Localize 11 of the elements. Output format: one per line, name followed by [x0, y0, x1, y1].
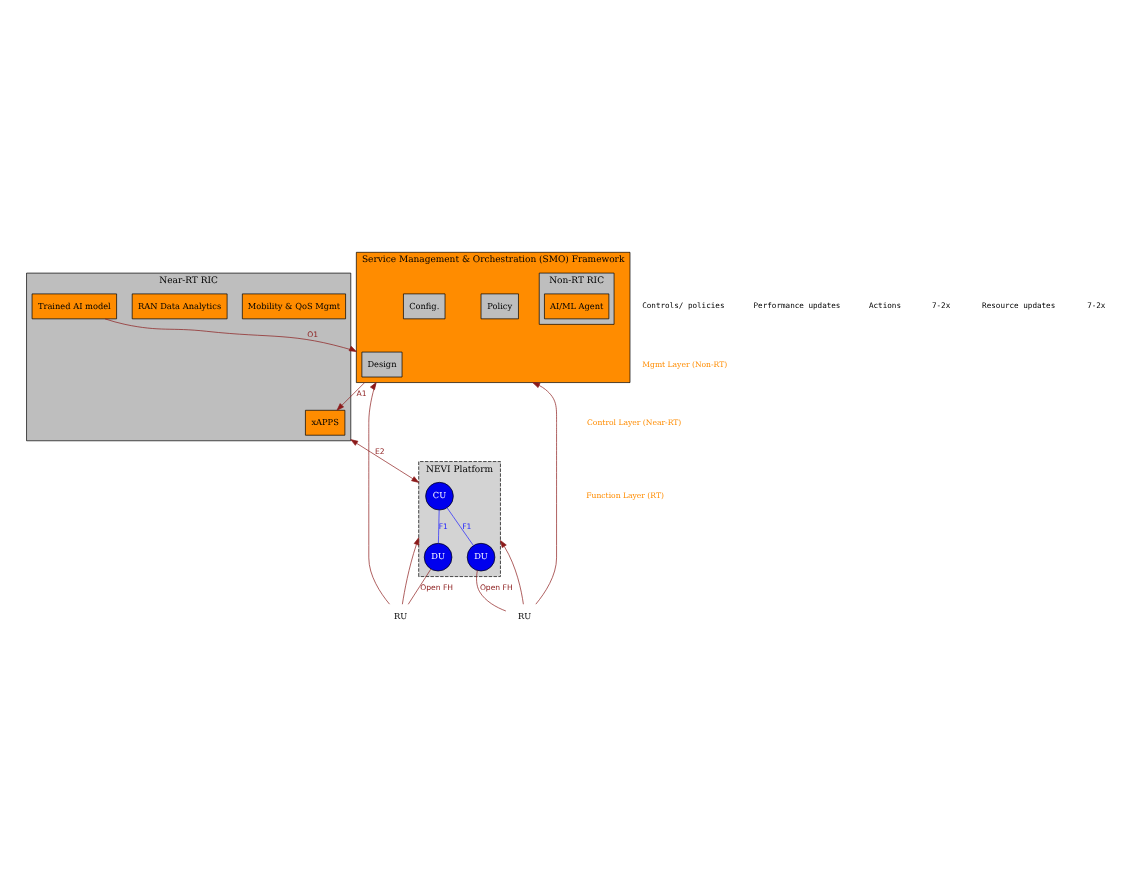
arrow: [350, 438, 420, 482]
arrow: [500, 539, 524, 604]
connector: [407, 567, 432, 604]
arrow: [402, 536, 420, 604]
arrow: [336, 381, 365, 410]
connector: [438, 508, 440, 543]
arrow: [368, 381, 390, 604]
arrow: [104, 317, 357, 351]
arrow: [532, 381, 557, 604]
connector: [476, 569, 507, 611]
connector: [446, 506, 474, 545]
